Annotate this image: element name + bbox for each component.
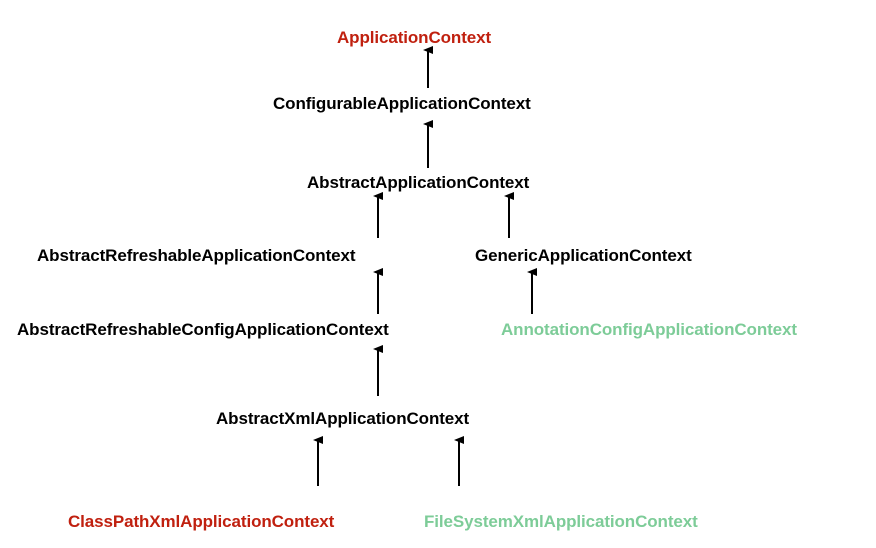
node-application-context: ApplicationContext [337, 28, 492, 47]
node-generic-application-context: GenericApplicationContext [475, 246, 692, 265]
node-abstract-xml-application-context: AbstractXmlApplicationContext [216, 409, 470, 428]
node-abstract-refreshable-application-context: AbstractRefreshableApplicationContext [37, 246, 356, 265]
node-configurable-application-context: ConfigurableApplicationContext [273, 94, 531, 113]
node-abstract-refreshable-config-application-context: AbstractRefreshableConfigApplicationCont… [17, 320, 389, 339]
node-abstract-application-context: AbstractApplicationContext [307, 173, 530, 192]
node-file-system-xml-application-context: FileSystemXmlApplicationContext [424, 512, 698, 531]
node-class-path-xml-application-context: ClassPathXmlApplicationContext [68, 512, 335, 531]
node-annotation-config-application-context: AnnotationConfigApplicationContext [501, 320, 797, 339]
